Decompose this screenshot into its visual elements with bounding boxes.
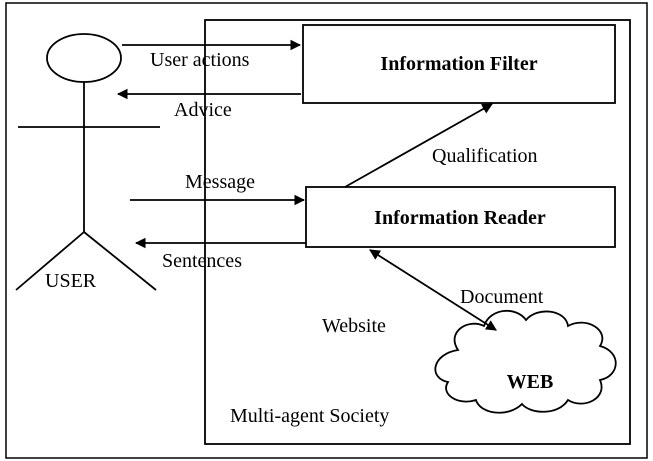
web-cloud-shape [434, 310, 617, 414]
user-actor-figure [15, 33, 160, 291]
user-left-leg [15, 231, 85, 291]
document-label: Document [460, 286, 544, 308]
website-label: Website [322, 315, 386, 337]
user-actions-label: User actions [150, 49, 250, 71]
qualification-arrow [344, 103, 493, 188]
user-right-leg [83, 231, 157, 291]
advice-label: Advice [174, 99, 232, 121]
user-head [46, 33, 122, 83]
document-arrow [369, 249, 497, 331]
multi-agent-society-box [204, 19, 631, 445]
information-filter-box [302, 24, 616, 104]
information-filter-label: Information Filter [380, 53, 537, 75]
user-label: USER [45, 270, 97, 292]
web-label: WEB [507, 371, 554, 393]
information-reader-box [305, 186, 616, 248]
message-label: Message [185, 171, 255, 193]
information-reader-label: Information Reader [374, 207, 546, 229]
outer-frame [5, 2, 648, 459]
sentences-label: Sentences [162, 250, 242, 272]
multi-agent-society-label: Multi-agent Society [230, 405, 389, 427]
qualification-label: Qualification [432, 145, 538, 167]
